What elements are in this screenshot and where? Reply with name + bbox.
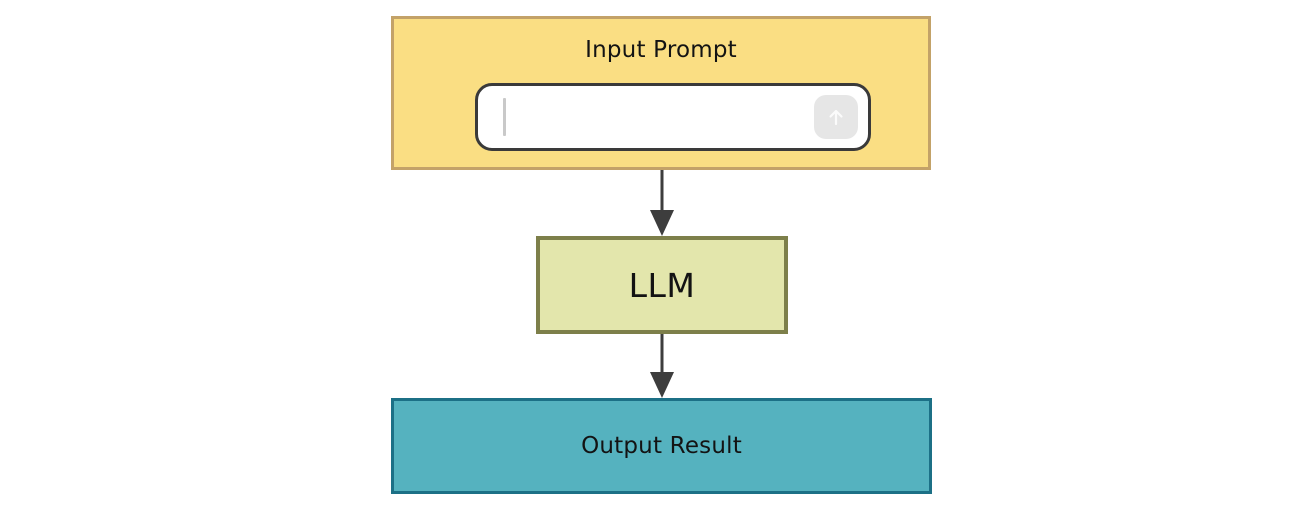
text-caret — [503, 98, 506, 136]
node-llm-label: LLM — [628, 265, 696, 305]
edge-llm-to-output — [650, 334, 674, 398]
node-llm: LLM — [536, 236, 788, 334]
send-button[interactable] — [814, 95, 858, 139]
node-output-result: Output Result — [391, 398, 932, 494]
edge-input-to-llm — [650, 170, 674, 236]
node-input-prompt-title: Input Prompt — [585, 37, 737, 63]
node-input-prompt: Input Prompt — [391, 16, 931, 170]
arrow-up-icon — [823, 104, 849, 130]
prompt-input-field[interactable] — [475, 83, 871, 151]
node-output-result-label: Output Result — [581, 432, 742, 459]
